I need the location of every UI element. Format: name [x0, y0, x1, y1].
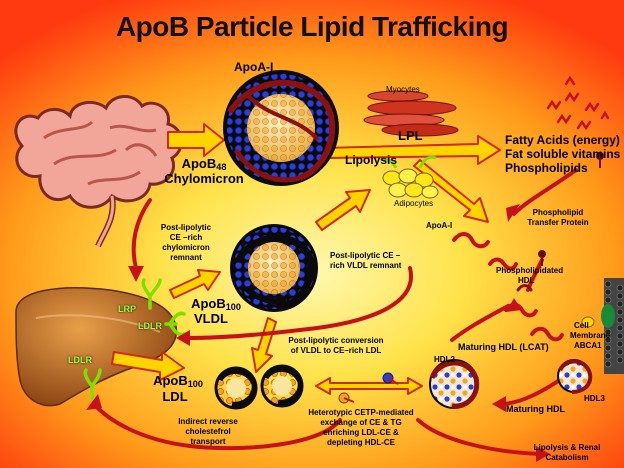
- post-chylo-label-4: remnant: [170, 253, 202, 262]
- post-chylo-label-2: CE –rich: [169, 233, 203, 242]
- ldlr-label-1: LDLR: [138, 321, 162, 331]
- cetp-molecules: [338, 372, 399, 404]
- phospholipidated-label-2: HDL: [518, 276, 535, 285]
- chylomicron-particle: [223, 70, 339, 186]
- conversion-label-2: of VLDL to CE–rich LDL: [290, 346, 382, 355]
- pl-transfer-label-2: Transfer Protein: [527, 218, 589, 227]
- apob48-subscript: 48: [216, 162, 227, 172]
- phospholipid-icons: [538, 152, 604, 266]
- lpl-label: LPL: [398, 128, 423, 143]
- myocytes-label: Myocytes: [386, 85, 420, 94]
- renal-label-2: Catabolism: [545, 453, 589, 462]
- vldl-particle: [230, 224, 318, 312]
- membrane-label: Membrane: [570, 331, 611, 340]
- chylomicron-label: Chylomicron: [164, 171, 244, 186]
- renal-label-1: Lipolysis & Renal: [533, 443, 601, 452]
- cetp-label-2: exchange of CE & TG: [320, 418, 402, 427]
- reverse-label-3: transport: [190, 437, 226, 446]
- fatty-acids-label: Fatty Acids (energy): [505, 133, 620, 147]
- apob48-label: ApoB48: [165, 157, 243, 173]
- apob100-ldl-subscript: 100: [187, 379, 203, 389]
- maturing-lcat-label: Maturing HDL (LCAT): [458, 342, 549, 352]
- apob100-vldl-subscript: 100: [225, 302, 241, 312]
- hdl3-label: HDL3: [584, 394, 605, 403]
- fat-soluble-vitamins-label: Fat soluble vitamins: [505, 147, 621, 161]
- reverse-label-1: Indirect reverse: [178, 417, 238, 426]
- ldl-particles: [214, 364, 304, 410]
- apob100-ldl-text: ApoB: [153, 373, 188, 388]
- pl-transfer-label-1: Phospholipid: [532, 208, 584, 217]
- diagram-title: ApoB Particle Lipid Trafficking: [115, 11, 509, 42]
- reverse-label-2: cholestefrol: [185, 427, 231, 436]
- lipolysis-label: Lipolysis: [345, 153, 398, 167]
- adipocytes-label: Adipocytes: [394, 199, 434, 208]
- phospholipidated-label-1: Phospholipidated: [496, 266, 564, 275]
- maturing-hdl-label: Maturing HDL: [506, 404, 565, 414]
- lrp-label: LRP: [118, 304, 136, 314]
- post-vldl-label-1: Post-lipolytic CE –: [330, 251, 401, 260]
- ldl-label: LDL: [162, 389, 188, 404]
- post-chylo-label-1: Post-lipolytic: [160, 223, 212, 232]
- cell-label: Cell: [574, 321, 589, 330]
- myocytes-icon: [363, 90, 459, 137]
- fatty-acid-icon: [546, 75, 610, 131]
- post-chylo-label-3: chylomicron: [162, 243, 210, 252]
- abca1-label: ABCA1: [574, 341, 602, 350]
- apoa1-label-top: ApoA-I: [234, 60, 274, 74]
- vldl-label: VLDL: [194, 311, 228, 326]
- cetp-label-4: depleting HDL-CE: [327, 438, 395, 447]
- hdl2-label: HDL2: [434, 355, 455, 364]
- cetp-label-1: Heterotypic CETP-mediated: [308, 408, 414, 417]
- cetp-label-3: enriching LDL-CE &: [323, 428, 399, 437]
- curved-arrows: [92, 168, 578, 456]
- apob100-vldl-label: ApoB100: [186, 297, 246, 313]
- ldlr-label-2: LDLR: [68, 355, 92, 365]
- apob100-ldl-label: ApoB100: [148, 374, 208, 390]
- post-vldl-label-2: rich VLDL remnant: [330, 261, 402, 270]
- hdl-particles: [429, 232, 593, 409]
- cell-membrane-icon: [581, 278, 624, 374]
- phospholipids-label: Phospholipids: [505, 161, 588, 175]
- adipocytes-icon: [379, 155, 439, 199]
- receptor-icon: [83, 278, 186, 400]
- conversion-label-1: Post-lipolytic conversion: [288, 336, 384, 345]
- apob48-text: ApoB: [181, 156, 217, 171]
- apob100-vldl-text: ApoB: [191, 296, 226, 311]
- apoa1-label-mid: ApoA-I: [426, 221, 453, 230]
- intestine-icon: [14, 95, 183, 248]
